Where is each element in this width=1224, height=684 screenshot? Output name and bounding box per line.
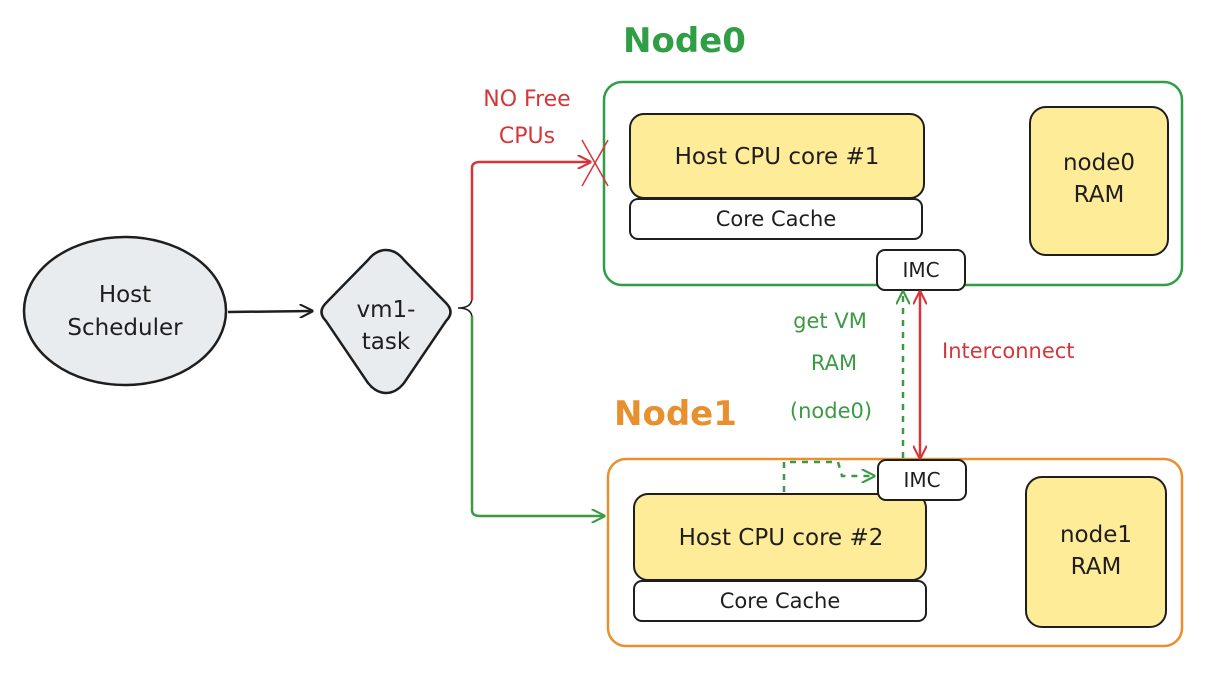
node1-title: Node1 <box>614 394 737 434</box>
get-vm-line3: (node0) <box>790 399 872 423</box>
scheduler-to-task-arrow <box>227 311 312 312</box>
node0-ram <box>1029 106 1169 256</box>
host-scheduler-line1: Host <box>99 282 151 308</box>
node0-cpu-label: Host CPU core #1 <box>675 144 880 170</box>
node0-ram-line1: node0 <box>1063 150 1135 176</box>
node0-cache-label: Core Cache <box>716 207 837 231</box>
task-to-core1-arrow <box>470 162 590 300</box>
node0-imc <box>876 249 966 291</box>
node1-imc <box>877 459 967 501</box>
vm1-task-diamond <box>320 248 452 395</box>
no-free-line2: CPUs <box>499 124 555 149</box>
task-to-core2-arrow <box>470 316 604 516</box>
get-vm-line1: get VM <box>793 309 867 333</box>
task-branch-bracket <box>457 297 473 319</box>
node1-core-cache <box>633 580 927 622</box>
node1-ram <box>1025 476 1167 628</box>
node0: Node0 Host CPU core #1 Core Cache node0 … <box>602 21 1184 291</box>
interconnect-label: Interconnect <box>942 339 1075 363</box>
node1-ram-line2: RAM <box>1071 554 1122 580</box>
get-vm-line2: RAM <box>811 351 857 375</box>
node1-cache-label: Core Cache <box>720 589 841 613</box>
node1: Node1 Host CPU core #2 Core Cache node1 … <box>606 394 1184 648</box>
node0-imc-label: IMC <box>902 258 939 282</box>
vm1-task-line1: vm1- <box>357 297 416 323</box>
node0-title: Node0 <box>623 21 746 61</box>
node0-ram-line2: RAM <box>1074 182 1125 208</box>
node1-imc-label: IMC <box>903 468 940 492</box>
node1-cpu-label: Host CPU core #2 <box>679 525 884 551</box>
host-scheduler-ellipse <box>22 235 228 387</box>
host-scheduler: Host Scheduler <box>22 235 228 387</box>
core2-to-imc-dashed <box>782 460 874 492</box>
vm1-task-line2: task <box>362 329 411 355</box>
no-free-line1: NO Free <box>483 87 570 112</box>
vm1-task: vm1- task <box>320 248 452 395</box>
node1-ram-line1: node1 <box>1060 522 1132 548</box>
host-scheduler-line2: Scheduler <box>67 315 183 341</box>
blocked-x-icon <box>581 139 609 187</box>
node0-core-cache <box>629 198 923 240</box>
